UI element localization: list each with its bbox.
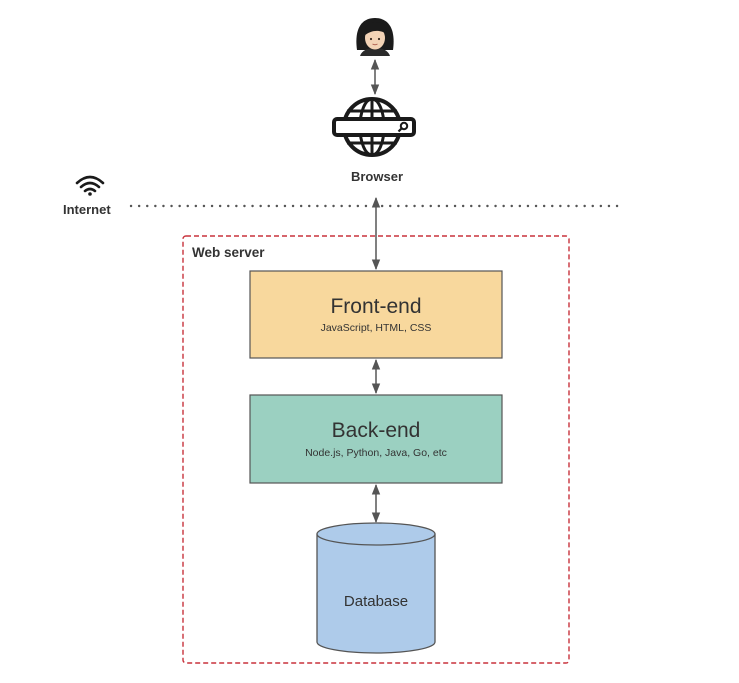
internet-label: Internet (63, 202, 111, 217)
frontend-box: Front-end JavaScript, HTML, CSS (249, 270, 503, 359)
frontend-title: Front-end (330, 295, 421, 318)
backend-subtitle: Node.js, Python, Java, Go, etc (305, 447, 447, 459)
database-label: Database (344, 593, 408, 610)
frontend-subtitle: JavaScript, HTML, CSS (321, 322, 432, 334)
browser-label: Browser (351, 169, 403, 184)
web-server-label: Web server (192, 245, 265, 260)
user-avatar-icon (356, 18, 394, 56)
backend-title: Back-end (332, 419, 421, 442)
globe-search-icon (332, 97, 416, 157)
backend-box: Back-end Node.js, Python, Java, Go, etc (249, 394, 503, 484)
database-cylinder: Database (316, 522, 436, 654)
wifi-icon (75, 175, 105, 196)
web-server-boundary (182, 235, 570, 664)
